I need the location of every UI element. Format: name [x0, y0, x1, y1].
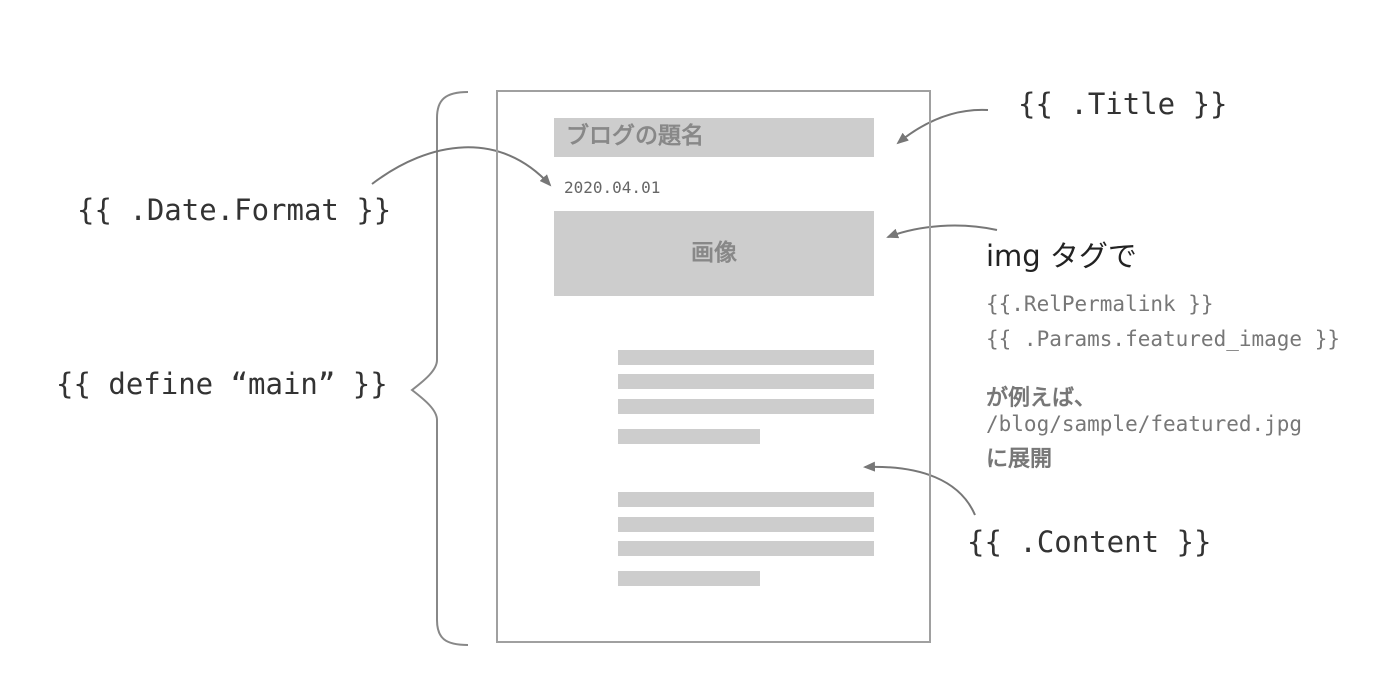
img-note-line4: /blog/sample/featured.jpg — [986, 412, 1303, 436]
content-line — [618, 374, 874, 389]
page-mockup — [496, 90, 931, 643]
date-format-label: {{ .Date.Format }} — [77, 193, 392, 227]
title-label: {{ .Title }} — [1018, 87, 1228, 121]
content-arrow — [863, 461, 976, 516]
content-line — [618, 517, 874, 532]
content-label: {{ .Content }} — [967, 525, 1212, 559]
content-line — [618, 541, 874, 556]
define-main-label: {{ define “main” }} — [56, 367, 388, 401]
img-note-line1: {{.RelPermalink }} — [986, 292, 1214, 316]
content-line — [618, 429, 760, 444]
title-arrow — [896, 108, 989, 145]
define-main-brace — [410, 91, 469, 646]
img-note-line3: が例えば、 — [986, 386, 1097, 411]
date-text: 2020.04.01 — [564, 178, 661, 197]
image-arrow — [886, 224, 998, 239]
image-placeholder: 画像 — [554, 211, 874, 296]
img-note-heading: img タグで — [986, 239, 1137, 273]
img-note-line2: {{ .Params.featured_image }} — [986, 327, 1341, 351]
date-arrow — [371, 146, 552, 187]
content-line — [618, 350, 874, 365]
img-note-line5: に展開 — [986, 447, 1053, 472]
content-line — [618, 492, 874, 507]
content-line — [618, 399, 874, 414]
blog-title-placeholder: ブログの題名 — [554, 118, 874, 157]
content-line — [618, 571, 760, 586]
